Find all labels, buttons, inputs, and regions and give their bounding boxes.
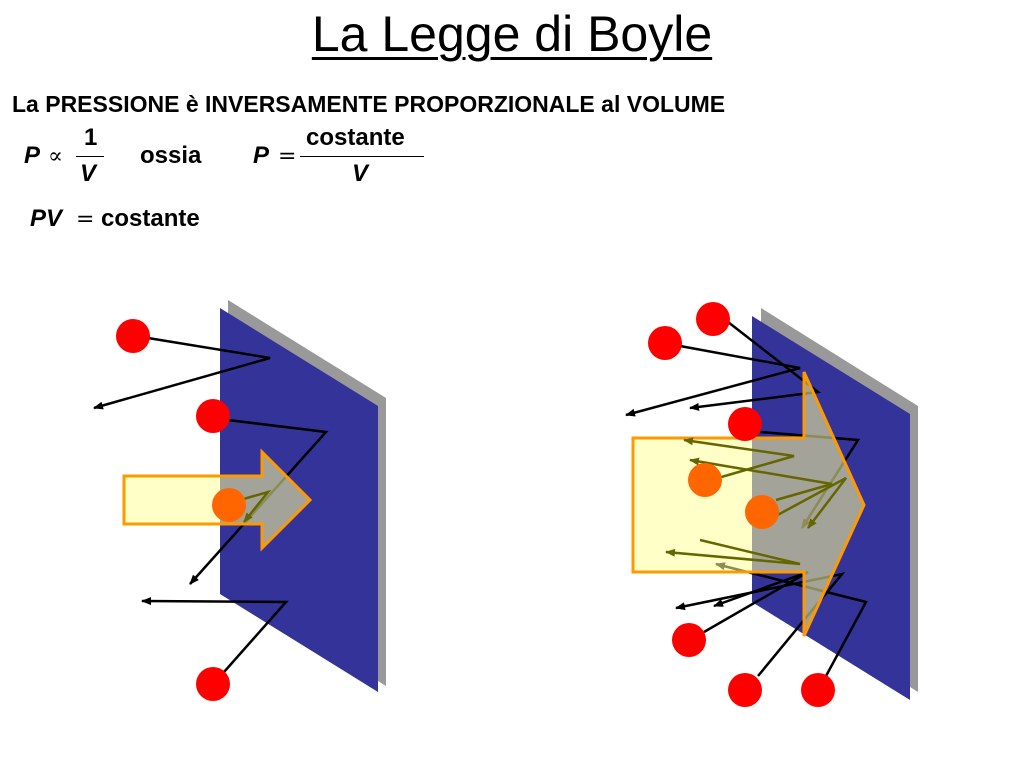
right-trajectory-9: [771, 476, 847, 529]
right-particle-5-hit: [745, 495, 779, 529]
left-particle-1: [116, 319, 150, 353]
right-particle-2: [648, 326, 682, 360]
right-trajectory-8: [689, 457, 833, 502]
left-trajectory-3: [141, 597, 289, 673]
formula2-fraction: costante V: [300, 124, 424, 190]
formula3-rhs: costante: [101, 205, 200, 232]
formula2-numerator: costante: [306, 124, 405, 151]
formula2-equals: =: [278, 144, 297, 169]
fraction-bar: [76, 156, 104, 157]
formula1-numerator: 1: [84, 124, 98, 151]
right-particle-4-hit: [688, 463, 722, 497]
left-diagram-large-volume: [93, 300, 386, 701]
right-trajectory-1: [689, 321, 822, 411]
right-diagram-small-volume: [625, 302, 918, 707]
formula3-lhs: PV: [30, 205, 63, 232]
formula1-fraction: 1 V: [76, 124, 104, 190]
right-trajectory-6: [715, 562, 868, 677]
left-particle-2: [196, 399, 230, 433]
law-statement: La PRESSIONE è INVERSAMENTE PROPORZIONAL…: [12, 91, 726, 117]
right-particle-8: [801, 673, 835, 707]
right-particle-6: [672, 623, 706, 657]
right-trajectory-5: [675, 572, 846, 677]
left-trajectory-2: [189, 418, 329, 585]
proportional-symbol: ∝: [48, 144, 63, 169]
left-trajectory-4: [239, 489, 272, 523]
fraction-bar: [300, 156, 424, 157]
formula3-equals: =: [76, 207, 95, 232]
right-particle-7: [728, 673, 762, 707]
slide-title-text: La Legge di Boyle: [311, 6, 713, 62]
formula1-denominator: V: [80, 160, 97, 187]
formula2-denominator: V: [352, 160, 369, 187]
right-trajectory-10: [665, 538, 801, 566]
right-trajectory-2: [625, 344, 801, 417]
right-particle-1: [696, 302, 730, 336]
formula2-lhs: P: [253, 142, 270, 169]
left-trajectory-1: [93, 336, 271, 410]
connector-word: ossia: [140, 142, 202, 169]
right-particle-3: [728, 407, 762, 441]
formula1-lhs: P: [24, 142, 41, 169]
slide-title: La Legge di Boyle: [0, 2, 1024, 66]
left-particle-3-hit: [212, 488, 246, 522]
right-trajectory-7: [683, 437, 795, 480]
left-particle-4: [196, 667, 230, 701]
